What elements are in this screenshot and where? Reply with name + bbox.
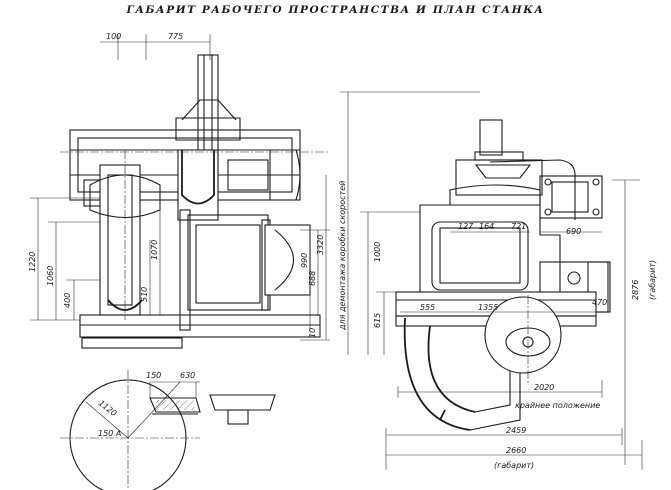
- dim-2020: 2020: [534, 383, 554, 392]
- dim-721: 721: [511, 222, 526, 231]
- drawing-title: ГАБАРИТ РАБОЧЕГО ПРОСТРАНСТВА И ПЛАН СТА…: [126, 4, 545, 16]
- note-gabarit-right: (габарит): [648, 260, 657, 300]
- dim-1070: 1070: [150, 240, 159, 260]
- note-gabarit-bottom: (габарит): [494, 461, 534, 470]
- dim-3320: 3320: [316, 235, 325, 255]
- plan-view: [340, 91, 643, 470]
- dim-10: 10: [308, 328, 317, 338]
- dimension-labels: 100 775 1220 1060 400 510 1070 3320 990 …: [28, 32, 657, 470]
- dim-127: 127: [458, 222, 474, 231]
- dim-400: 400: [63, 293, 72, 308]
- side-elevation-view: [30, 34, 330, 349]
- dim-510: 510: [140, 287, 149, 302]
- dim-2876: 2876: [631, 280, 640, 300]
- rotary-table-view: [60, 370, 276, 490]
- note-dismantle: для демонтажа коробки скоростей: [338, 181, 347, 331]
- note-extreme-position: крайнее положение: [515, 401, 600, 410]
- dim-1060: 1060: [46, 266, 55, 286]
- dim-164: 164: [479, 222, 494, 231]
- dim-990: 990: [300, 253, 309, 268]
- dim-1120: 1120: [97, 398, 119, 418]
- dim-1000: 1000: [373, 242, 382, 262]
- dim-2459: 2459: [506, 426, 526, 435]
- dim-688: 688: [308, 271, 317, 286]
- dim-2660: 2660: [506, 446, 526, 455]
- dim-470: 470: [592, 298, 607, 307]
- dim-100: 100: [106, 32, 121, 41]
- dim-1355: 1355: [478, 303, 498, 312]
- dim-150: 150: [146, 371, 161, 380]
- dim-775: 775: [168, 32, 183, 41]
- dim-150a: 150 А: [98, 429, 121, 438]
- dim-555: 555: [420, 303, 435, 312]
- dim-630: 630: [180, 371, 195, 380]
- dim-615: 615: [373, 313, 382, 328]
- dim-1220: 1220: [28, 252, 37, 272]
- dim-690: 690: [566, 227, 581, 236]
